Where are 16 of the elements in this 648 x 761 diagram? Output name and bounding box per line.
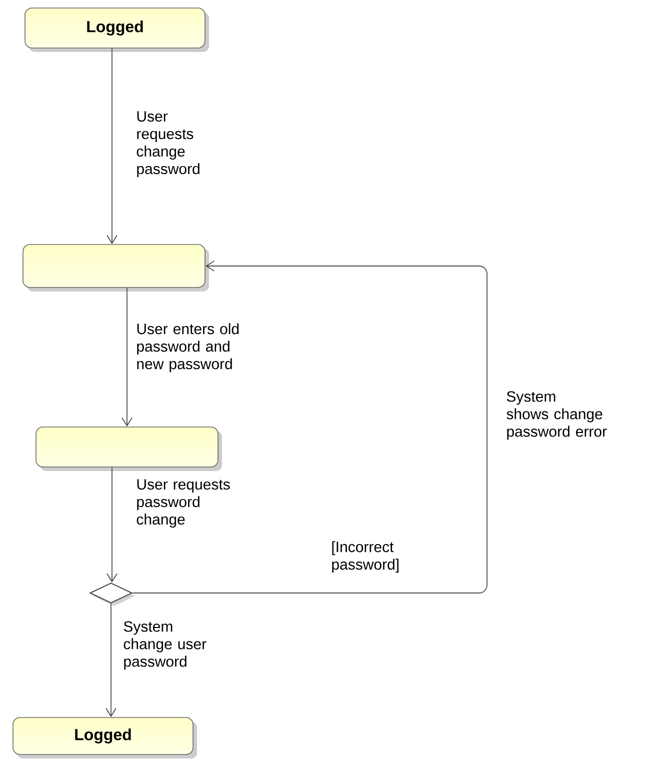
edge-label: System change user password	[124, 621, 206, 670]
arrow	[106, 603, 116, 718]
arrow	[106, 48, 118, 244]
edge-label: [Incorrect password]	[332, 541, 398, 573]
state-box	[36, 426, 222, 471]
decision-diamond	[89, 582, 135, 606]
state-box	[22, 244, 209, 292]
edge-label: User requests change password	[136, 111, 200, 178]
arrow	[132, 260, 488, 594]
transition-note: System shows change password error	[506, 391, 607, 440]
arrow	[122, 287, 132, 427]
arrow	[106, 466, 118, 582]
edge-label: User enters old password and new password	[137, 323, 239, 372]
state-box: Logged	[12, 717, 197, 758]
edge-label: User requests password change	[136, 479, 230, 528]
state-box: Logged	[24, 8, 209, 52]
